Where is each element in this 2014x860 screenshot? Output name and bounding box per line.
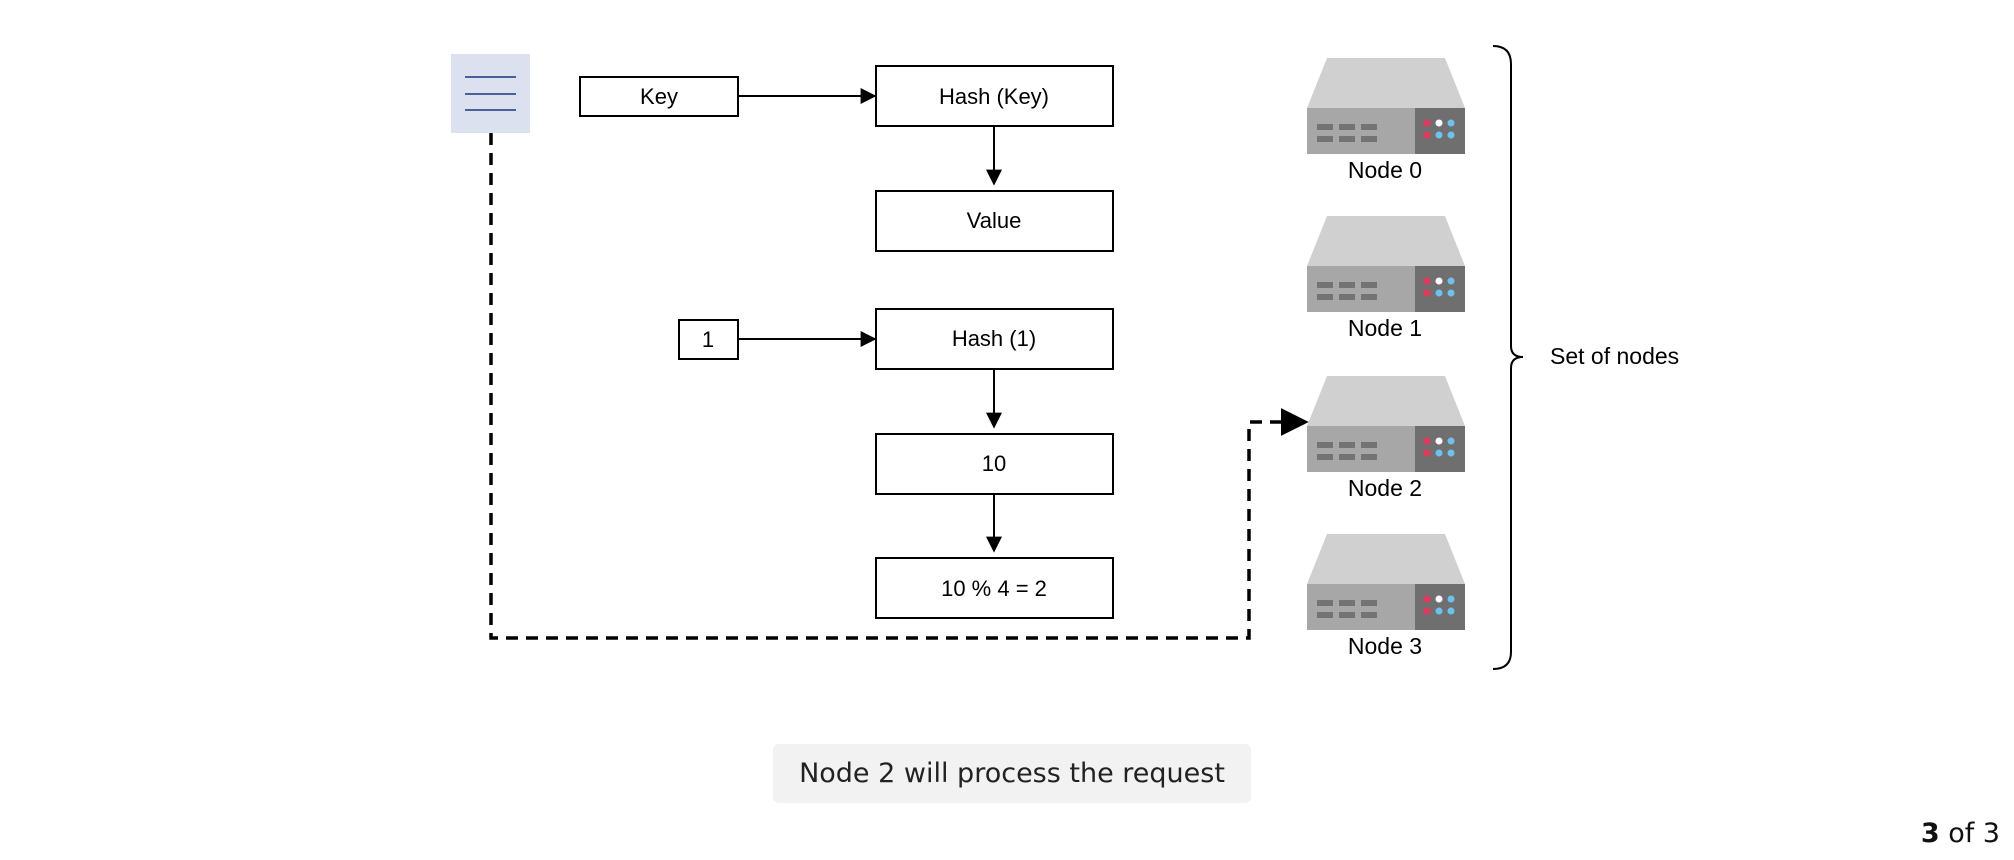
ten-label: 10 [982, 451, 1006, 476]
hash-one-box: Hash (1) [875, 308, 1114, 370]
server-icon [1307, 376, 1465, 472]
value-box: Value [875, 190, 1114, 252]
one-box: 1 [678, 319, 739, 360]
hash-one-label: Hash (1) [952, 326, 1036, 351]
hash-key-box: Hash (Key) [875, 65, 1114, 127]
current-slide: 3 [1920, 818, 1940, 849]
modulo-box: 10 % 4 = 2 [875, 557, 1114, 619]
node-2: Node 2 [1307, 376, 1465, 501]
hash-key-label: Hash (Key) [939, 84, 1049, 109]
node-2-label: Node 2 [1348, 475, 1422, 501]
node-3: Node 3 [1307, 534, 1465, 659]
server-icon [1307, 58, 1465, 154]
server-icon [1307, 534, 1465, 630]
node-0-label: Node 0 [1348, 157, 1422, 183]
total-slides: of 3 [1948, 818, 2000, 849]
key-label: Key [640, 84, 678, 109]
set-brace [1492, 45, 1524, 670]
request-route-line [489, 133, 1309, 640]
one-label: 1 [702, 327, 714, 352]
document-icon [451, 54, 530, 133]
server-icon [1307, 216, 1465, 312]
key-box: Key [579, 76, 739, 117]
caption: Node 2 will process the request [773, 744, 1251, 803]
node-3-label: Node 3 [1348, 633, 1422, 659]
modulo-label: 10 % 4 = 2 [941, 576, 1047, 601]
node-1: Node 1 [1307, 216, 1465, 341]
value-label: Value [967, 208, 1022, 233]
slide-counter: 3 of 3 [1921, 818, 2000, 849]
node-0: Node 0 [1307, 58, 1465, 183]
node-1-label: Node 1 [1348, 315, 1422, 341]
ten-box: 10 [875, 433, 1114, 495]
set-of-nodes-label: Set of nodes [1550, 343, 1679, 369]
